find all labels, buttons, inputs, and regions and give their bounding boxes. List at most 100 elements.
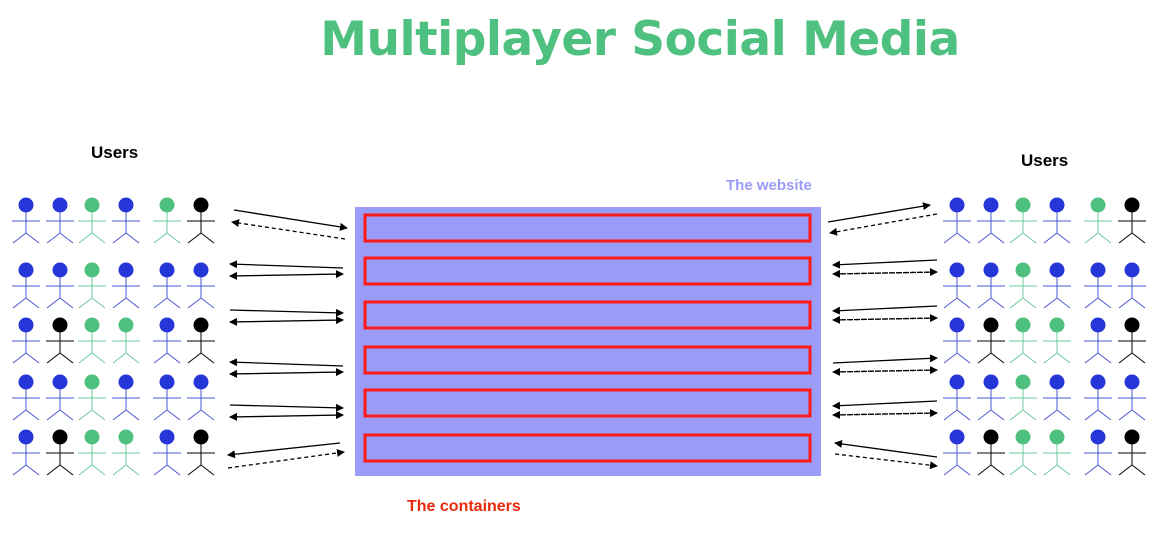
user-head-icon xyxy=(18,317,34,333)
user-head-icon xyxy=(84,262,100,278)
user-right-r4c5 xyxy=(1084,374,1112,421)
user-left-r1c1 xyxy=(12,197,40,244)
container-3 xyxy=(363,300,812,330)
arrow-right-dashed-back-5 xyxy=(832,410,938,419)
user-head-icon xyxy=(159,262,175,278)
containers-group xyxy=(363,213,812,463)
user-head-icon xyxy=(118,262,134,278)
user-right-r1c3 xyxy=(1009,197,1037,244)
user-right-r1c1 xyxy=(943,197,971,244)
user-head-icon xyxy=(52,374,68,390)
user-head-icon xyxy=(949,374,965,390)
user-right-r5c1 xyxy=(943,429,971,476)
user-head-icon xyxy=(1015,262,1031,278)
arrow-right-dashed-back-2 xyxy=(832,269,938,278)
page-title: Multiplayer Social Media xyxy=(320,12,960,67)
users-right-grid xyxy=(943,197,1146,476)
user-right-r4c4 xyxy=(1043,374,1071,421)
arrow-left-dashed-6 xyxy=(227,448,345,469)
user-left-r4c2 xyxy=(46,374,74,421)
user-head-icon xyxy=(84,429,100,445)
user-right-r1c5 xyxy=(1084,197,1112,244)
user-head-icon xyxy=(193,317,209,333)
user-head-icon xyxy=(118,197,134,213)
arrow-right-solid-4 xyxy=(832,354,938,364)
user-left-r2c5 xyxy=(153,262,181,309)
user-head-icon xyxy=(18,429,34,445)
user-head-icon xyxy=(118,429,134,445)
user-left-r4c6 xyxy=(187,374,215,421)
user-head-icon xyxy=(1090,429,1106,445)
container-6 xyxy=(363,433,812,463)
user-head-icon xyxy=(118,374,134,390)
container-1 xyxy=(363,213,812,243)
user-head-icon xyxy=(18,374,34,390)
arrow-left-solid-1 xyxy=(233,209,348,231)
user-head-icon xyxy=(983,317,999,333)
user-left-r1c5 xyxy=(153,197,181,244)
user-right-r2c5 xyxy=(1084,262,1112,309)
user-head-icon xyxy=(1015,429,1031,445)
user-head-icon xyxy=(983,429,999,445)
arrow-left-dashed-back-5 xyxy=(229,412,344,421)
user-left-r5c6 xyxy=(187,429,215,476)
user-left-r3c1 xyxy=(12,317,40,364)
user-head-icon xyxy=(1090,374,1106,390)
user-right-r2c1 xyxy=(943,262,971,309)
arrow-left-solid-3 xyxy=(229,308,344,317)
arrows-right xyxy=(827,202,938,470)
user-right-r2c3 xyxy=(1009,262,1037,309)
arrow-right-dashed-1 xyxy=(829,213,938,236)
users-right-label: Users xyxy=(1021,151,1069,170)
user-head-icon xyxy=(159,317,175,333)
user-left-r2c6 xyxy=(187,262,215,309)
user-left-r1c6 xyxy=(187,197,215,244)
website-label: The website xyxy=(726,177,812,194)
user-right-r1c6 xyxy=(1118,197,1146,244)
user-left-r3c2 xyxy=(46,317,74,364)
user-left-r3c6 xyxy=(187,317,215,364)
user-head-icon xyxy=(159,197,175,213)
arrow-right-solid-1 xyxy=(827,202,931,223)
arrow-left-dashed-back-4 xyxy=(229,369,344,378)
user-head-icon xyxy=(118,317,134,333)
user-right-r3c2 xyxy=(977,317,1005,364)
user-head-icon xyxy=(18,197,34,213)
user-right-r3c6 xyxy=(1118,317,1146,364)
user-head-icon xyxy=(1049,262,1065,278)
user-left-r5c4 xyxy=(112,429,140,476)
containers-label: The containers xyxy=(407,498,521,515)
user-left-r4c5 xyxy=(153,374,181,421)
user-head-icon xyxy=(52,317,68,333)
user-head-icon xyxy=(1090,317,1106,333)
arrow-left-solid-4 xyxy=(229,358,344,367)
website-box xyxy=(355,207,821,476)
user-right-r4c2 xyxy=(977,374,1005,421)
user-head-icon xyxy=(1124,374,1140,390)
user-right-r2c4 xyxy=(1043,262,1071,309)
user-left-r2c4 xyxy=(112,262,140,309)
arrow-right-solid-6 xyxy=(834,439,938,458)
user-left-r5c2 xyxy=(46,429,74,476)
arrow-right-dashed-back-3 xyxy=(832,315,938,324)
arrow-left-solid-2 xyxy=(229,260,344,269)
user-head-icon xyxy=(52,197,68,213)
user-right-r4c3 xyxy=(1009,374,1037,421)
arrow-left-solid-5 xyxy=(229,403,344,412)
user-head-icon xyxy=(1049,197,1065,213)
user-head-icon xyxy=(949,197,965,213)
user-head-icon xyxy=(1124,429,1140,445)
user-head-icon xyxy=(1015,197,1031,213)
container-2 xyxy=(363,256,812,286)
user-head-icon xyxy=(983,262,999,278)
user-head-icon xyxy=(983,197,999,213)
user-right-r5c4 xyxy=(1043,429,1071,476)
user-head-icon xyxy=(1049,317,1065,333)
user-head-icon xyxy=(193,429,209,445)
user-head-icon xyxy=(1124,262,1140,278)
arrow-left-dashed-1 xyxy=(231,219,346,240)
user-left-r1c4 xyxy=(112,197,140,244)
user-head-icon xyxy=(1090,197,1106,213)
arrow-right-solid-5 xyxy=(832,400,938,410)
